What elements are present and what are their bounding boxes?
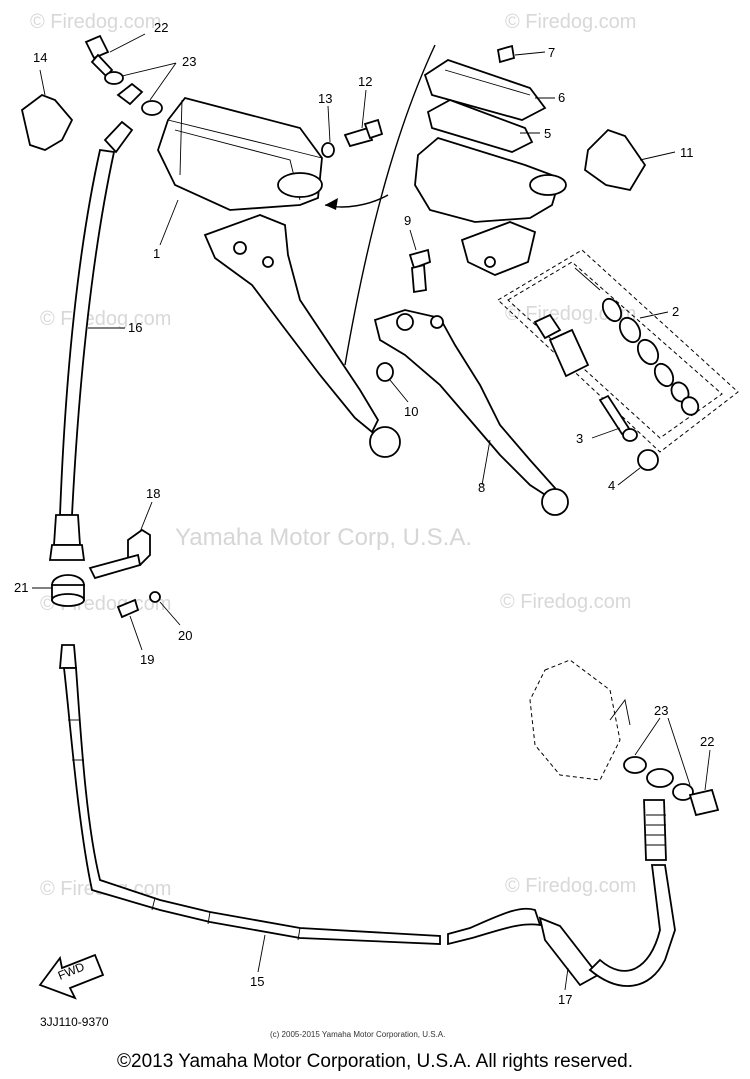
part-label-5: 5 [544,126,551,141]
part-label-2: 2 [672,304,679,319]
leader-lines [32,33,711,991]
part-label-6: 6 [558,90,565,105]
part-labels: 22 23 14 13 12 1 7 6 5 11 2 9 10 3 4 8 1… [14,20,714,1007]
part-label-1: 1 [153,246,160,261]
part-label-22: 22 [154,20,168,35]
master-cylinder-left [157,96,401,458]
part-label-19: 19 [140,652,154,667]
part-label-12: 12 [358,74,372,89]
watermark-firedog: © Firedog.com [30,11,161,33]
diagram-code: 3JJ110-9370 [40,1015,109,1029]
part-label-4: 4 [608,478,615,493]
clamp-parts [51,528,161,619]
brake-hose-lower [59,644,676,987]
part-label-9: 9 [404,213,411,228]
part-label-20: 20 [178,628,192,643]
watermark-firedog: © Firedog.com [505,11,636,33]
part-label-22-lower: 22 [700,734,714,749]
watermark-firedog: © Firedog.com [40,308,171,330]
part-label-11: 11 [680,145,694,160]
part-label-17: 17 [558,992,572,1007]
caliper-assembly [529,659,720,861]
master-cylinder-exploded [373,44,739,516]
part-label-23: 23 [182,54,196,69]
brake-hose-upper [48,120,134,561]
part-label-16: 16 [128,320,142,335]
watermark-yamaha: Yamaha Motor Corp, U.S.A. [175,524,472,551]
part-label-13: 13 [318,91,332,106]
part-label-18: 18 [146,486,160,501]
watermark-firedog: © Firedog.com [505,875,636,897]
part-label-14: 14 [33,50,47,65]
fwd-arrow: FWD [38,953,105,1000]
part-label-23-lower: 23 [654,703,668,718]
assembly-divider [344,44,436,366]
part-label-8: 8 [478,480,485,495]
part-label-7: 7 [548,45,555,60]
watermark-firedog: © Firedog.com [500,591,631,613]
part-label-10: 10 [404,404,418,419]
part-label-21: 21 [14,580,28,595]
small-parts-top-left [20,34,384,158]
footer-copyright: ©2013 Yamaha Motor Corporation, U.S.A. A… [117,1051,633,1072]
part-label-3: 3 [576,431,583,446]
fine-copyright: (c) 2005-2015 Yamaha Motor Corporation, … [270,1030,445,1039]
arrow-head [325,198,338,210]
part-label-15: 15 [250,974,264,989]
